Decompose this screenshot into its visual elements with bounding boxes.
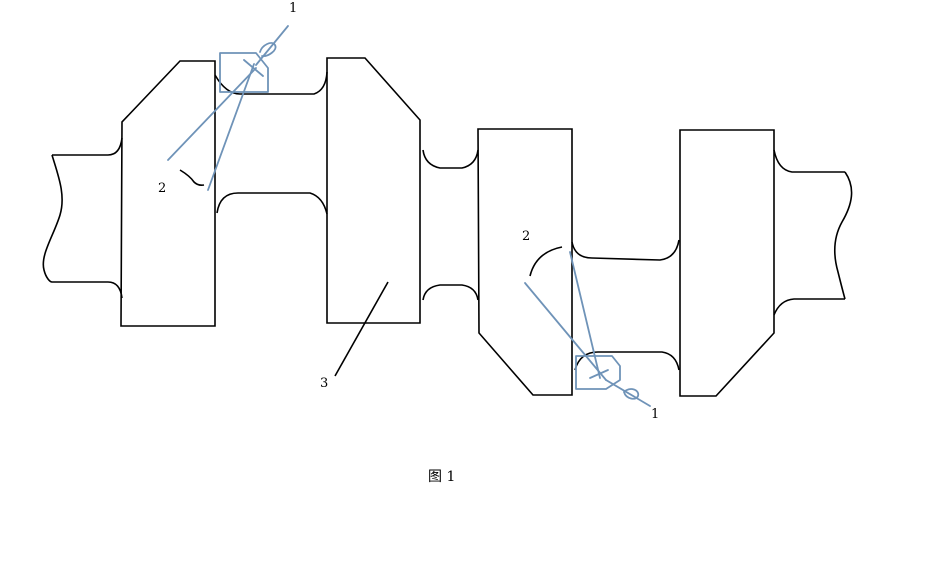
- middle-main-journal: [422, 149, 479, 301]
- label-2-bottom: 2: [522, 229, 530, 244]
- crank-web-3: [477, 128, 573, 396]
- tool-1-top: [167, 25, 289, 191]
- figure-caption: 图 1: [428, 469, 455, 485]
- label-1-top: 1: [289, 1, 297, 16]
- left-main-journal: [42, 137, 123, 299]
- label-1-bottom: 1: [651, 407, 659, 422]
- crank-pin-1: [214, 71, 328, 215]
- crank-pin-2: [571, 239, 680, 371]
- crank-web-4: [679, 129, 775, 397]
- label-3: 3: [320, 376, 328, 391]
- detector-2-top-curve: [179, 169, 205, 186]
- crank-web-1: [120, 60, 216, 327]
- crank-web-2: [326, 57, 421, 324]
- detector-2-bottom-curve: [529, 246, 563, 277]
- right-main-journal: [773, 149, 853, 316]
- label-2-top: 2: [158, 181, 166, 196]
- tool-1-bottom: [524, 251, 651, 407]
- leader-line-3: [334, 281, 389, 377]
